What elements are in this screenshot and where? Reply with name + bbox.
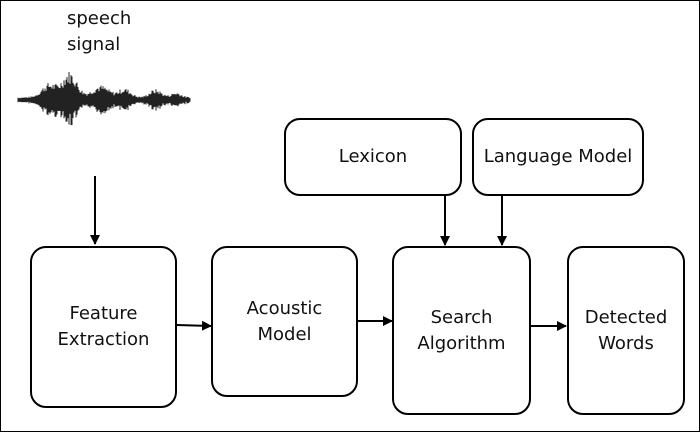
search-algorithm-box: Search Algorithm bbox=[392, 246, 531, 415]
speech-waveform-icon bbox=[17, 72, 191, 126]
speech-signal-label-line2: signal bbox=[67, 34, 121, 55]
acoustic-model-label-line1: Acoustic bbox=[246, 297, 323, 319]
feature-extraction-label-line1: Feature bbox=[69, 303, 138, 324]
acoustic-model-label-line2: Model bbox=[257, 323, 312, 345]
lexicon-label: Lexicon bbox=[338, 146, 408, 167]
speech-signal-label-line1: speech bbox=[67, 8, 132, 29]
lexicon-box: Lexicon bbox=[284, 118, 462, 196]
detected-words-label-line2: Words bbox=[598, 332, 654, 354]
detected-words-label-line1: Detected bbox=[584, 306, 668, 328]
feature-extraction-box: Feature Extraction bbox=[30, 246, 177, 408]
feature-extraction-label-line2: Extraction bbox=[57, 329, 150, 350]
detected-words-box: Detected Words bbox=[567, 246, 685, 415]
language-model-box: Language Model bbox=[472, 118, 644, 196]
arrow-feature-to-acoustic bbox=[176, 320, 212, 331]
language-model-label: Language Model bbox=[483, 146, 633, 167]
search-algorithm-label-line1: Search bbox=[430, 306, 493, 328]
speech-signal-label: speech signal bbox=[67, 6, 131, 58]
search-algorithm-label-line2: Algorithm bbox=[417, 332, 506, 354]
acoustic-model-box: Acoustic Model bbox=[211, 246, 358, 397]
